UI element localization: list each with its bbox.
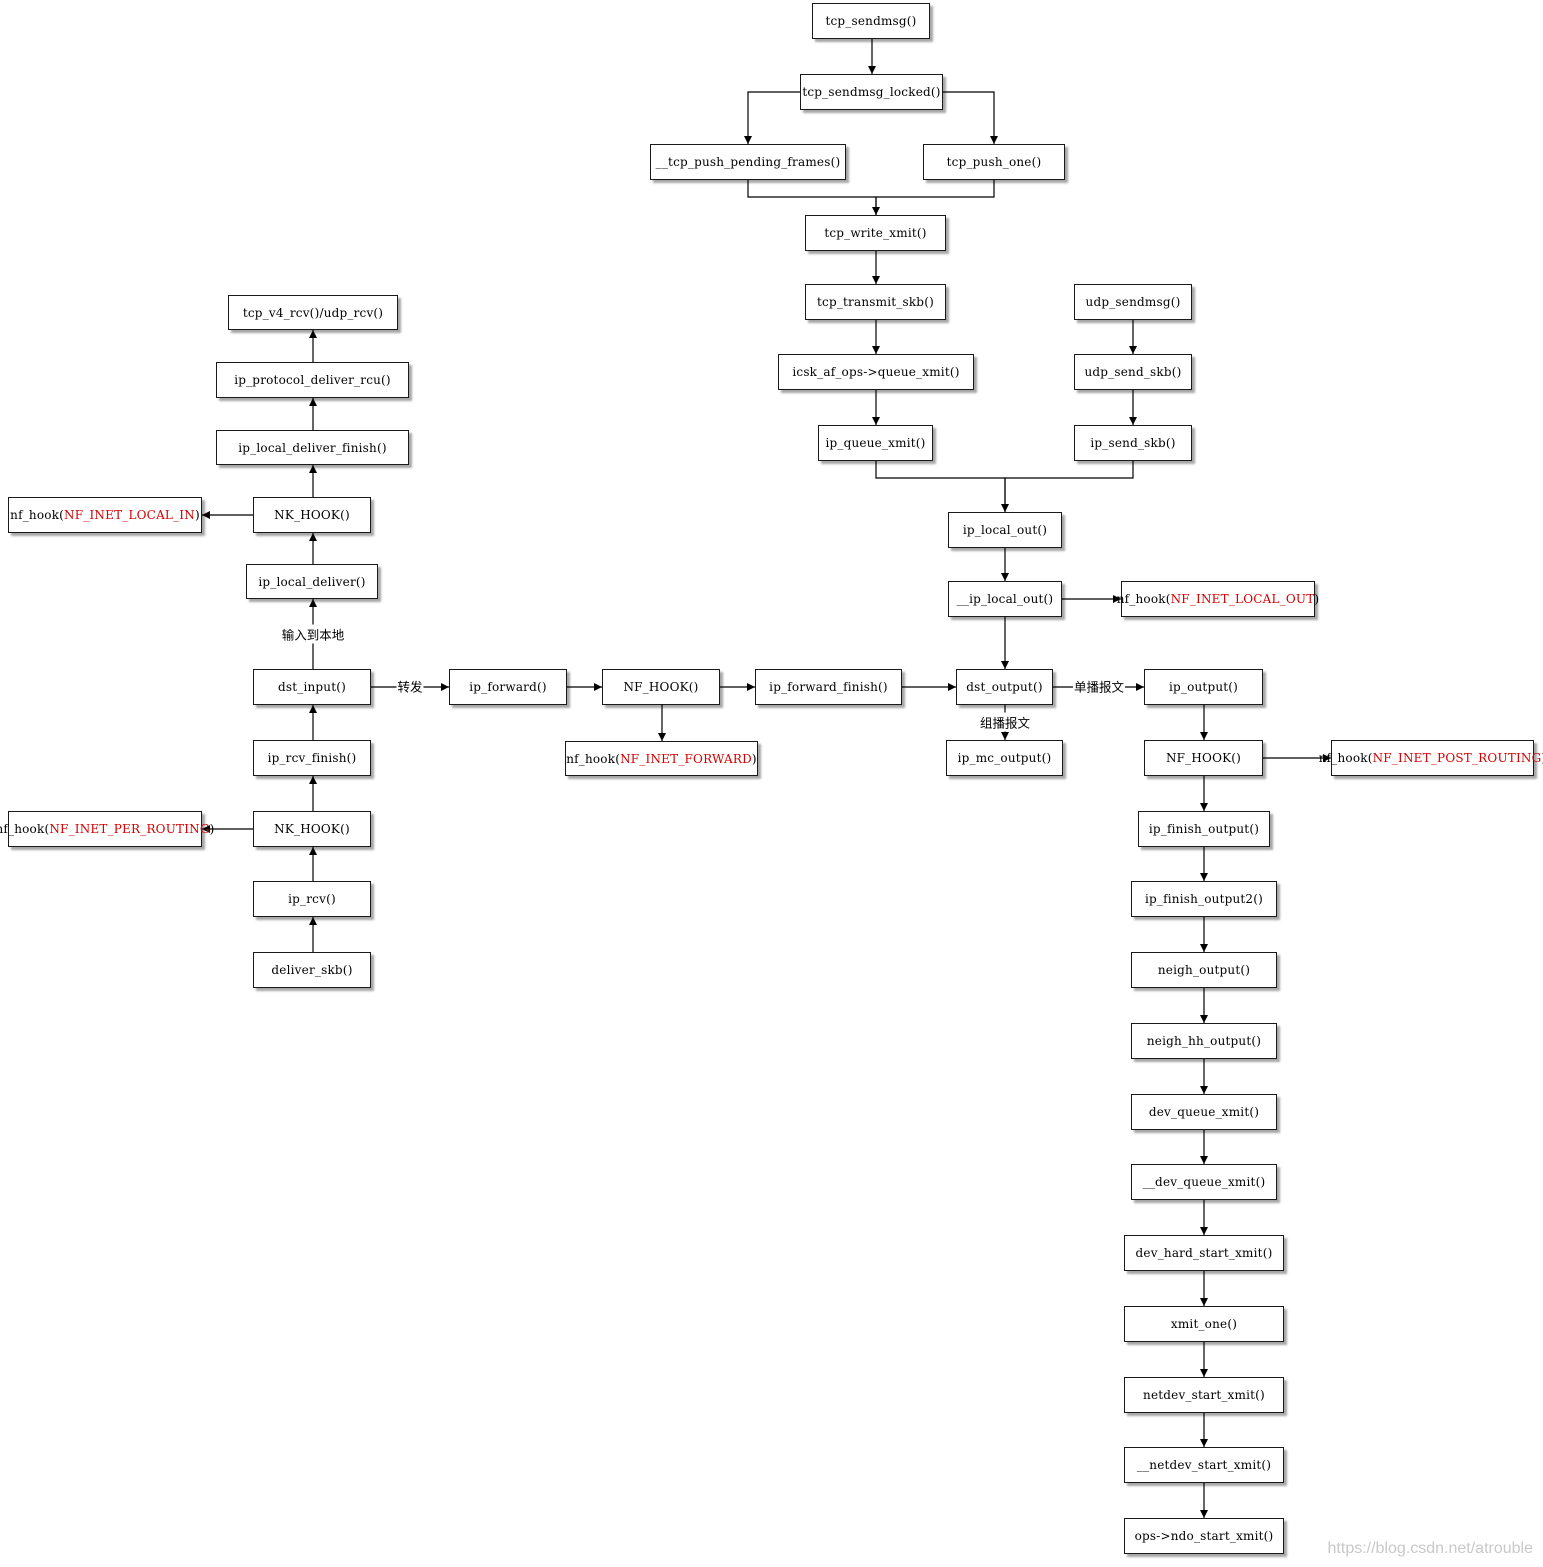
node-ip-rcv: ip_rcv() [253,881,371,917]
node-nf-hook-post-routing: nf_hook(NF_INET_POST_ROUTING) [1319,740,1543,776]
node-ip-queue-xmit: ip_queue_xmit() [818,425,933,461]
edge [943,91,998,144]
node-ip-local-deliver: ip_local_deliver() [246,564,378,599]
node-tcp-push-pending-frames: __tcp_push_pending_frames() [650,144,846,180]
edge [875,461,1006,512]
edge [747,180,877,215]
edge [744,91,800,144]
node-netdev-start-xmit: netdev_start_xmit() [1124,1377,1284,1413]
node-dev-queue-xmit: dev_queue_xmit() [1131,1094,1277,1130]
node-ip-forward: ip_forward() [449,669,567,705]
edge-label-to-local: 输入到本地 [280,624,346,644]
node-ip-output: ip_output() [1144,669,1263,705]
node-dev-hard-start-xmit: dev_hard_start_xmit() [1124,1235,1284,1271]
node-tcp-push-one: tcp_push_one() [923,144,1065,180]
node-nf-hook-forward: NF_HOOK() [602,669,720,705]
edge-label-unicast: 单播报文 [1072,676,1126,696]
node-ip-send-skb: ip_send_skb() [1074,425,1192,461]
node-xmit-one: xmit_one() [1124,1306,1284,1342]
node-ip-local-out: ip_local_out() [948,512,1062,548]
node-nf-hook-pre-routing: nf_hook(NF_INET_PER_ROUTING) [0,811,214,847]
edge [872,180,995,215]
node-dev-queue-xmit-internal: __dev_queue_xmit() [1131,1164,1277,1200]
node-ip-finish-output: ip_finish_output() [1138,811,1270,847]
node-udp-send-skb: udp_send_skb() [1074,354,1192,390]
node-neigh-output: neigh_output() [1131,952,1277,988]
edge-label-forward: 转发 [396,676,424,696]
node-nk-hook-local-in: NK_HOOK() [253,497,371,533]
node-ip-finish-output2: ip_finish_output2() [1131,881,1277,917]
node-ip-protocol-deliver-rcu: ip_protocol_deliver_rcu() [216,362,409,398]
node-ip-rcv-finish: ip_rcv_finish() [253,740,371,776]
node-dst-input: dst_input() [253,669,371,705]
node-udp-sendmsg: udp_sendmsg() [1074,284,1192,320]
node-ip-local-out-internal: __ip_local_out() [948,581,1062,617]
node-nf-hook-local-out: nf_hook(NF_INET_LOCAL_OUT) [1117,581,1319,617]
node-neigh-hh-output: neigh_hh_output() [1131,1023,1277,1059]
node-nf-hook-forward-hook: nf_hook(NF_INET_FORWARD) [565,741,758,776]
node-ip-mc-output: ip_mc_output() [946,740,1063,776]
node-dst-output: dst_output() [956,669,1053,705]
node-tcp-sendmsg: tcp_sendmsg() [812,3,930,39]
node-tcp-transmit-skb: tcp_transmit_skb() [805,284,946,320]
node-nf-hook-post: NF_HOOK() [1144,740,1263,776]
node-tcp-v4-rcv: tcp_v4_rcv()/udp_rcv() [228,295,398,330]
node-nk-hook-pre: NK_HOOK() [253,811,371,847]
node-deliver-skb: deliver_skb() [253,952,371,988]
node-ip-forward-finish: ip_forward_finish() [755,669,902,705]
node-ip-local-deliver-finish: ip_local_deliver_finish() [216,430,409,465]
node-nf-hook-local-in: nf_hook(NF_INET_LOCAL_IN) [8,497,202,533]
node-icsk-queue-xmit: icsk_af_ops->queue_xmit() [778,354,974,390]
node-tcp-write-xmit: tcp_write_xmit() [805,215,946,251]
node-netdev-start-xmit-internal: __netdev_start_xmit() [1124,1447,1284,1483]
edge [1001,461,1134,512]
edge-label-multicast: 组播报文 [978,712,1032,732]
watermark: https://blog.csdn.net/atrouble [1327,1540,1533,1557]
node-tcp-sendmsg-locked: tcp_sendmsg_locked() [800,74,943,110]
node-ndo-start-xmit: ops->ndo_start_xmit() [1124,1518,1284,1554]
